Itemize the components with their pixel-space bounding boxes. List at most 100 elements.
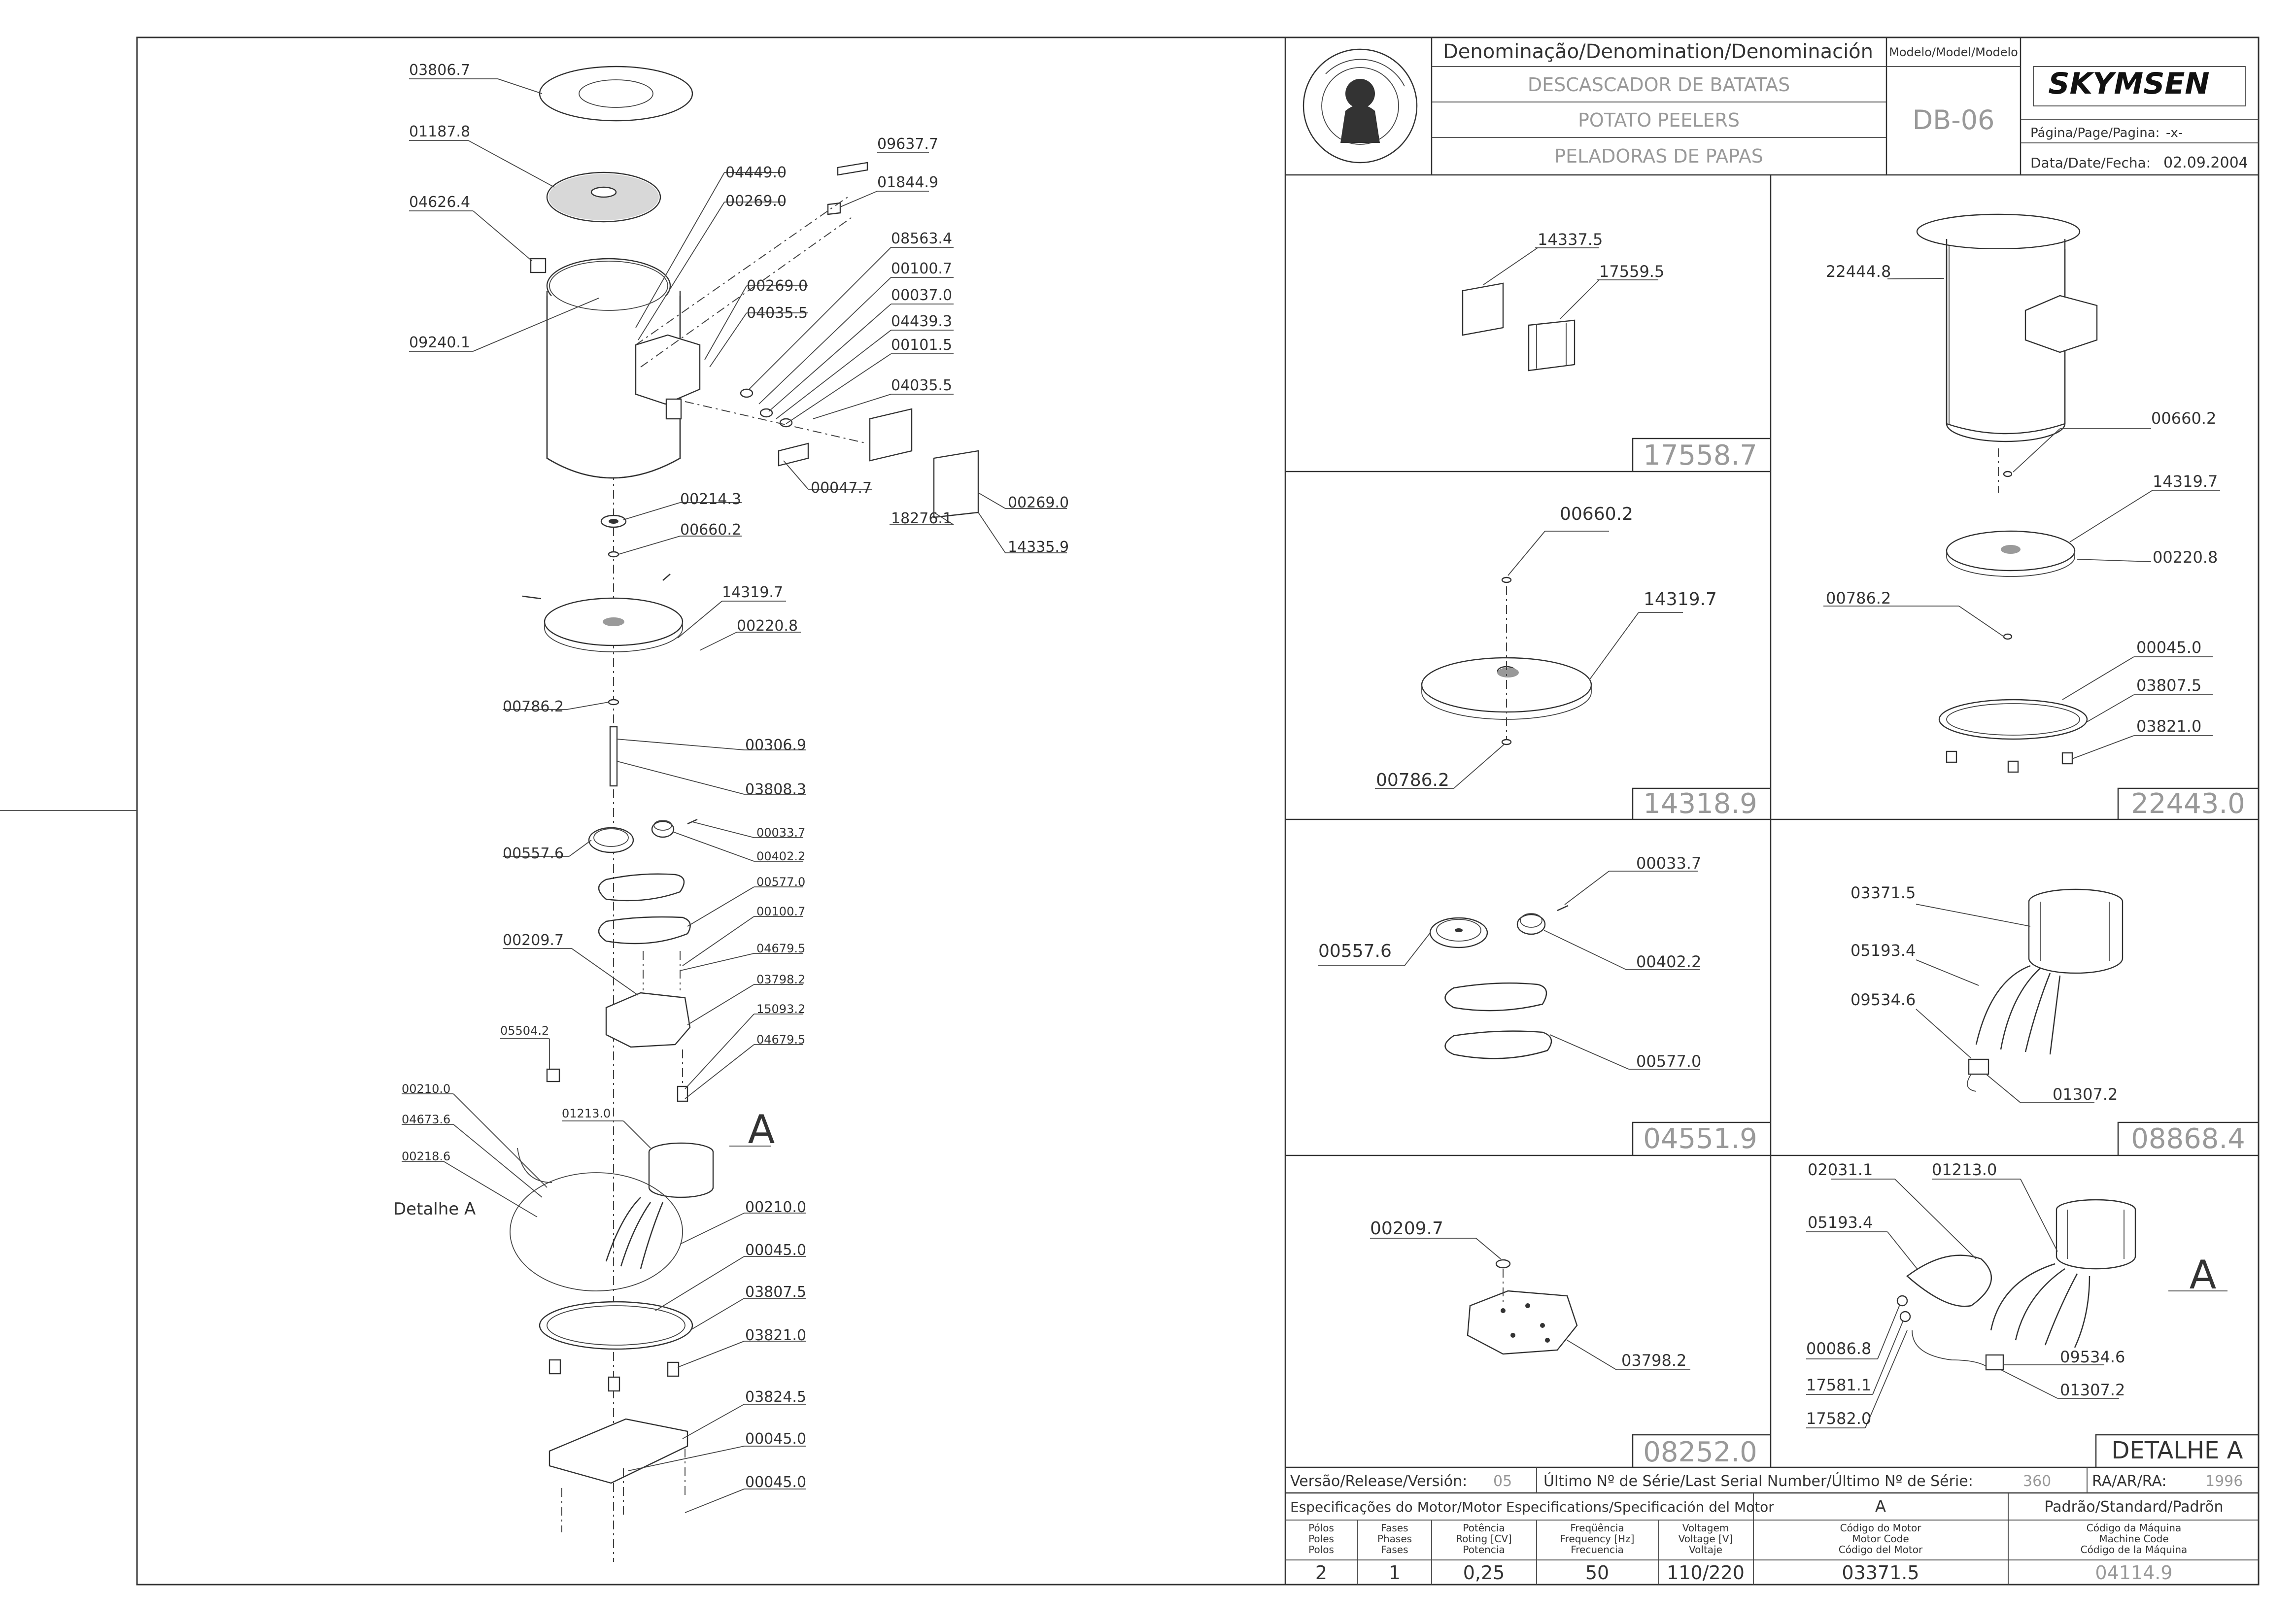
callout-03821-0: 03821.0	[745, 1327, 806, 1344]
callout-00045-0a: 00045.0	[745, 1242, 806, 1259]
callout-04679-5b: 04679.5	[756, 1033, 805, 1047]
date-value: 02.09.2004	[2163, 154, 2248, 171]
panel-code-22443: 22443.0	[2131, 788, 2245, 820]
label-00557-6: 00557.6	[1318, 941, 1392, 961]
callout-00220-8: 00220.8	[737, 617, 798, 635]
label-14319-7: 14319.7	[1644, 589, 1717, 609]
label-01213-0b: 01213.0	[1932, 1160, 1997, 1179]
callout-00306-9: 00306.9	[745, 737, 806, 754]
callout-04035-5b: 04035.5	[891, 377, 952, 394]
callout-01187-8: 01187.8	[409, 123, 470, 140]
panel-motor-plate: 00209.7 03798.2	[1370, 1218, 1690, 1370]
frequency-value: 50	[1585, 1562, 1609, 1584]
main-exploded-view: A	[510, 66, 979, 1562]
callout-00100-7a: 00100.7	[891, 260, 952, 277]
machine-code-label-es: Código de la Máquina	[2081, 1544, 2188, 1556]
freq-label-es: Frecuencia	[1571, 1544, 1624, 1556]
label-05193-4b: 05193.4	[1808, 1213, 1873, 1232]
poles-value: 2	[1315, 1562, 1327, 1584]
label-03807-5b: 03807.5	[2136, 676, 2201, 695]
motor-code-label-en: Motor Code	[1852, 1533, 1909, 1545]
label-00577-0: 00577.0	[1636, 1052, 1701, 1071]
callout-05504-2: 05504.2	[500, 1024, 549, 1038]
callout-00402-2: 00402.2	[756, 849, 805, 863]
volt-label-en: Voltage [V]	[1679, 1533, 1733, 1545]
title-block: Denominação/Denomination/Denominación DE…	[1284, 37, 2259, 1585]
callout-00037-0: 00037.0	[891, 287, 952, 304]
callout-04673-6: 04673.6	[402, 1113, 450, 1126]
serial-label: Último Nº de Série/Last Serial Number/Úl…	[1543, 1472, 1973, 1490]
detail-panel-grid	[1285, 175, 2259, 1468]
panel-detail-a-title: DETALHE A	[2112, 1437, 2243, 1464]
poles-label-en: Poles	[1308, 1533, 1334, 1545]
label-00786-2: 00786.2	[1376, 770, 1449, 790]
model-label: Modelo/Model/Modelo	[1889, 45, 2018, 59]
panel-pulley-belts: 00033.7 00557.6 00402.2 00577.0	[1318, 854, 1701, 1071]
label-17559-5: 17559.5	[1599, 262, 1664, 281]
name-en: POTATO PEELERS	[1578, 109, 1740, 131]
label-00660-2b: 00660.2	[2151, 409, 2216, 428]
callout-14319-7: 14319.7	[722, 584, 783, 601]
poles-label-es: Polos	[1308, 1544, 1334, 1556]
detail-a-letter-right: A	[2190, 1252, 2217, 1298]
volt-label-pt: Voltagem	[1682, 1522, 1729, 1534]
callout-01213-0: 01213.0	[562, 1107, 611, 1120]
power-value: 0,25	[1463, 1562, 1505, 1584]
label-00033-7: 00033.7	[1636, 854, 1701, 873]
version-label: Versão/Release/Versión:	[1290, 1473, 1467, 1490]
authorized-service-seal	[1302, 48, 1418, 164]
panel-code-boxes: 17558.7 22443.0 14318.9 04551.9 08868.4 …	[1632, 438, 2259, 1468]
callout-00577-0: 00577.0	[756, 875, 805, 889]
panel-code-04551: 04551.9	[1643, 1123, 1757, 1155]
label-01307-2b: 01307.2	[2060, 1381, 2125, 1399]
phases-value: 1	[1389, 1562, 1401, 1584]
col-standard-label: Padrão/Standard/Padrõn	[2044, 1498, 2223, 1516]
motor-spec-label: Especificações do Motor/Motor Especifica…	[1290, 1499, 1774, 1515]
label-00086-8: 00086.8	[1806, 1339, 1871, 1358]
ra-label: RA/AR/RA:	[2092, 1473, 2166, 1490]
callout-03806-7: 03806.7	[409, 62, 470, 79]
callout-00045-0b: 00045.0	[745, 1430, 806, 1448]
footer-table: Versão/Release/Versión: 05 Último Nº de …	[1285, 1467, 2259, 1585]
callout-03807-5: 03807.5	[745, 1284, 806, 1301]
callout-00269-0b: 00269.0	[747, 277, 808, 295]
callout-00100-7b: 00100.7	[756, 905, 805, 918]
callout-03808-3: 03808.3	[745, 781, 806, 798]
poles-label-pt: Pólos	[1308, 1522, 1334, 1534]
power-label-pt: Potência	[1463, 1522, 1505, 1534]
callout-01844-9: 01844.9	[877, 174, 938, 191]
version-value: 05	[1493, 1473, 1512, 1490]
callout-00660-2: 00660.2	[680, 521, 741, 539]
motor-code-value: 03371.5	[1842, 1562, 1919, 1584]
page-label: Página/Page/Pagina:	[2030, 126, 2159, 140]
panel-body-assembly: 22444.8 00660.2 14319.7 00220.8 00786.2 …	[1823, 213, 2220, 773]
callout-04449-0: 04449.0	[725, 164, 787, 181]
callout-04439-3: 04439.3	[891, 313, 952, 330]
callout-00045-0c: 00045.0	[745, 1474, 806, 1491]
callout-00210-0a: 00210.0	[402, 1082, 450, 1096]
phases-label-pt: Fases	[1381, 1522, 1408, 1534]
callout-04035-5a: 04035.5	[747, 304, 808, 322]
main-callout-labels: 03806.7 01187.8 04626.4 09240.1 04449.0 …	[393, 62, 1069, 1491]
power-label-es: Potencia	[1463, 1544, 1505, 1556]
motor-code-label-pt: Código do Motor	[1840, 1522, 1922, 1534]
callout-00214-3: 00214.3	[680, 491, 741, 508]
label-14337-5: 14337.5	[1538, 230, 1603, 249]
page-value: -x-	[2166, 126, 2183, 140]
callout-09637-7: 09637.7	[877, 135, 938, 153]
callout-09240-1: 09240.1	[409, 334, 470, 351]
label-09534-6b: 09534.6	[2060, 1348, 2125, 1366]
callout-00047-7: 00047.7	[811, 479, 872, 497]
panel-door-seal: 14337.5 17559.5	[1462, 230, 1664, 372]
main-callout-leaders	[402, 78, 1067, 1513]
panel-code-08868: 08868.4	[2131, 1123, 2245, 1155]
serial-value: 360	[2023, 1473, 2051, 1490]
callout-04679-5a: 04679.5	[756, 942, 805, 955]
panel-code-08252: 08252.0	[1643, 1436, 1757, 1468]
label-00220-8b: 00220.8	[2153, 548, 2218, 567]
label-02031-1: 02031.1	[1808, 1160, 1873, 1179]
callout-00786-2: 00786.2	[503, 698, 564, 715]
callout-18276-1: 18276.1	[891, 510, 952, 527]
